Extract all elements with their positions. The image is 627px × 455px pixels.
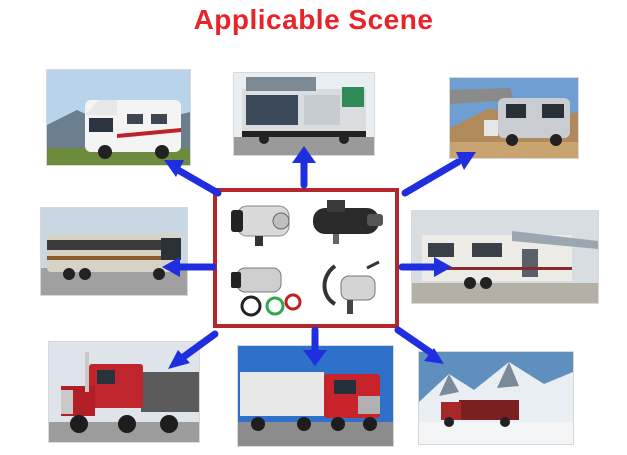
truck-with-trailer-photo bbox=[237, 345, 394, 447]
air-heater-unit-icon bbox=[231, 205, 290, 246]
motorhome-photo bbox=[46, 69, 191, 166]
page-title: Applicable Scene bbox=[193, 4, 434, 35]
arrow-to-snow-road-truck bbox=[394, 326, 434, 356]
travel-trailer-photo bbox=[411, 210, 599, 304]
diesel-heater-cylinder-icon bbox=[313, 200, 383, 244]
stage-truck-photo bbox=[233, 72, 375, 156]
snow-road-truck-photo bbox=[418, 351, 574, 445]
arrow-to-campervan bbox=[401, 158, 462, 197]
heater-with-exhaust-pipe-icon bbox=[322, 260, 380, 314]
tour-bus-photo bbox=[40, 207, 188, 296]
arrow-to-motorhome bbox=[174, 166, 222, 197]
heater-kit-with-cables-icon bbox=[231, 267, 302, 317]
red-semi-truck-photo bbox=[48, 341, 200, 443]
campervan-photo bbox=[449, 77, 579, 159]
product-frame bbox=[213, 188, 399, 328]
